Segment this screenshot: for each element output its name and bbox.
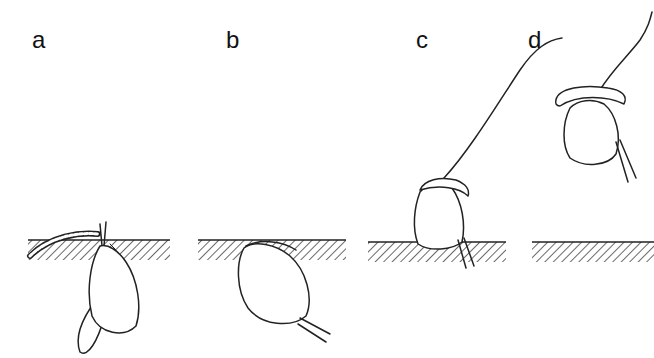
organism-a [30, 222, 139, 353]
panel-letter: b [226, 28, 239, 52]
organism-d [556, 12, 652, 182]
organism-c [414, 38, 562, 268]
organism-b [238, 242, 330, 342]
panel-letter: a [32, 28, 45, 52]
panel-letter: d [528, 28, 541, 52]
panel-letter: c [416, 28, 428, 52]
